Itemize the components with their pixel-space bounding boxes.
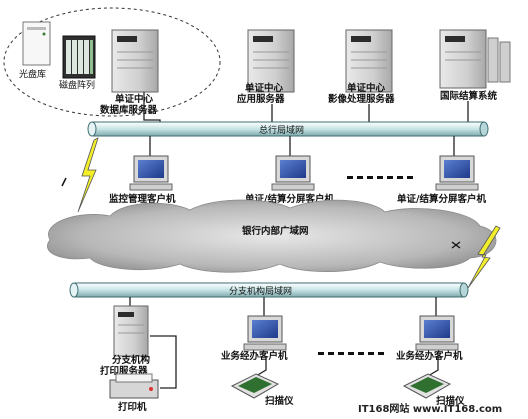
split-screen-client-pc-icon-1 bbox=[271, 155, 315, 191]
hq-clients-ellipsis bbox=[347, 176, 413, 179]
business-client-label-2: 业务经办客户机 bbox=[396, 350, 463, 362]
scanner-icon-1 bbox=[230, 373, 280, 399]
scanner-icon-2 bbox=[402, 373, 452, 399]
image-server-label-1: 单证中心 bbox=[347, 82, 386, 94]
scanner-label-1: 扫描仪 bbox=[265, 395, 294, 407]
hq-link-marker bbox=[61, 177, 67, 187]
disk-array-icon bbox=[62, 35, 96, 79]
db-server-label-2: 数据库服务器 bbox=[99, 104, 158, 116]
storage-group-ellipse bbox=[3, 7, 221, 117]
monitor-client-label: 监控管理客户机 bbox=[109, 193, 176, 205]
db-server-icon bbox=[111, 29, 159, 93]
business-client-pc-icon-2 bbox=[415, 315, 459, 351]
branch-lan-label: 分支机构局域网 bbox=[229, 285, 292, 297]
print-server-icon bbox=[113, 305, 149, 357]
image-server-label-2: 影像处理服务器 bbox=[328, 93, 395, 105]
wan-label: 银行内部广域网 bbox=[242, 225, 309, 237]
hq-client-connectors bbox=[149, 136, 455, 156]
intl-settlement-label: 国际结算系统 bbox=[440, 90, 498, 102]
branch-lan-pipe bbox=[69, 282, 469, 298]
printer-label: 打印机 bbox=[118, 401, 147, 413]
hq-lan-label: 总行局域网 bbox=[259, 124, 304, 136]
app-server-label-2: 应用服务器 bbox=[237, 93, 285, 105]
business-client-pc-icon-1 bbox=[243, 315, 287, 351]
image-server-icon bbox=[345, 29, 393, 93]
printer-icon bbox=[109, 373, 159, 399]
split-screen-client-label-2: 单证/结算分屏客户机 bbox=[397, 193, 486, 205]
disk-array-label: 磁盘阵列 bbox=[59, 79, 95, 91]
optical-library-icon bbox=[22, 21, 51, 66]
hq-wan-link-bolt bbox=[77, 137, 99, 213]
wan-cloud bbox=[47, 199, 497, 273]
monitor-client-pc-icon bbox=[129, 155, 173, 191]
branch-link-marker-2 bbox=[451, 241, 461, 249]
business-client-label-1: 业务经办客户机 bbox=[221, 350, 288, 362]
app-server-icon bbox=[247, 29, 295, 93]
branch-connectors bbox=[129, 297, 439, 389]
db-server-label-1: 单证中心 bbox=[115, 93, 154, 105]
split-screen-client-pc-icon-2 bbox=[435, 155, 479, 191]
app-server-label-1: 单证中心 bbox=[245, 82, 284, 94]
scanner-label-2: 扫描仪 bbox=[436, 395, 465, 407]
optical-library-label: 光盘库 bbox=[19, 68, 46, 80]
print-server-label-1: 分支机构 bbox=[112, 354, 151, 366]
branch-clients-ellipsis bbox=[318, 352, 384, 355]
hq-lan-pipe bbox=[87, 121, 489, 137]
watermark-text: IT168网站 www.IT168.com bbox=[358, 402, 502, 415]
server-connectors bbox=[143, 92, 469, 123]
branch-wan-link-bolt bbox=[467, 225, 501, 289]
intl-settlement-server-icon bbox=[439, 29, 511, 89]
